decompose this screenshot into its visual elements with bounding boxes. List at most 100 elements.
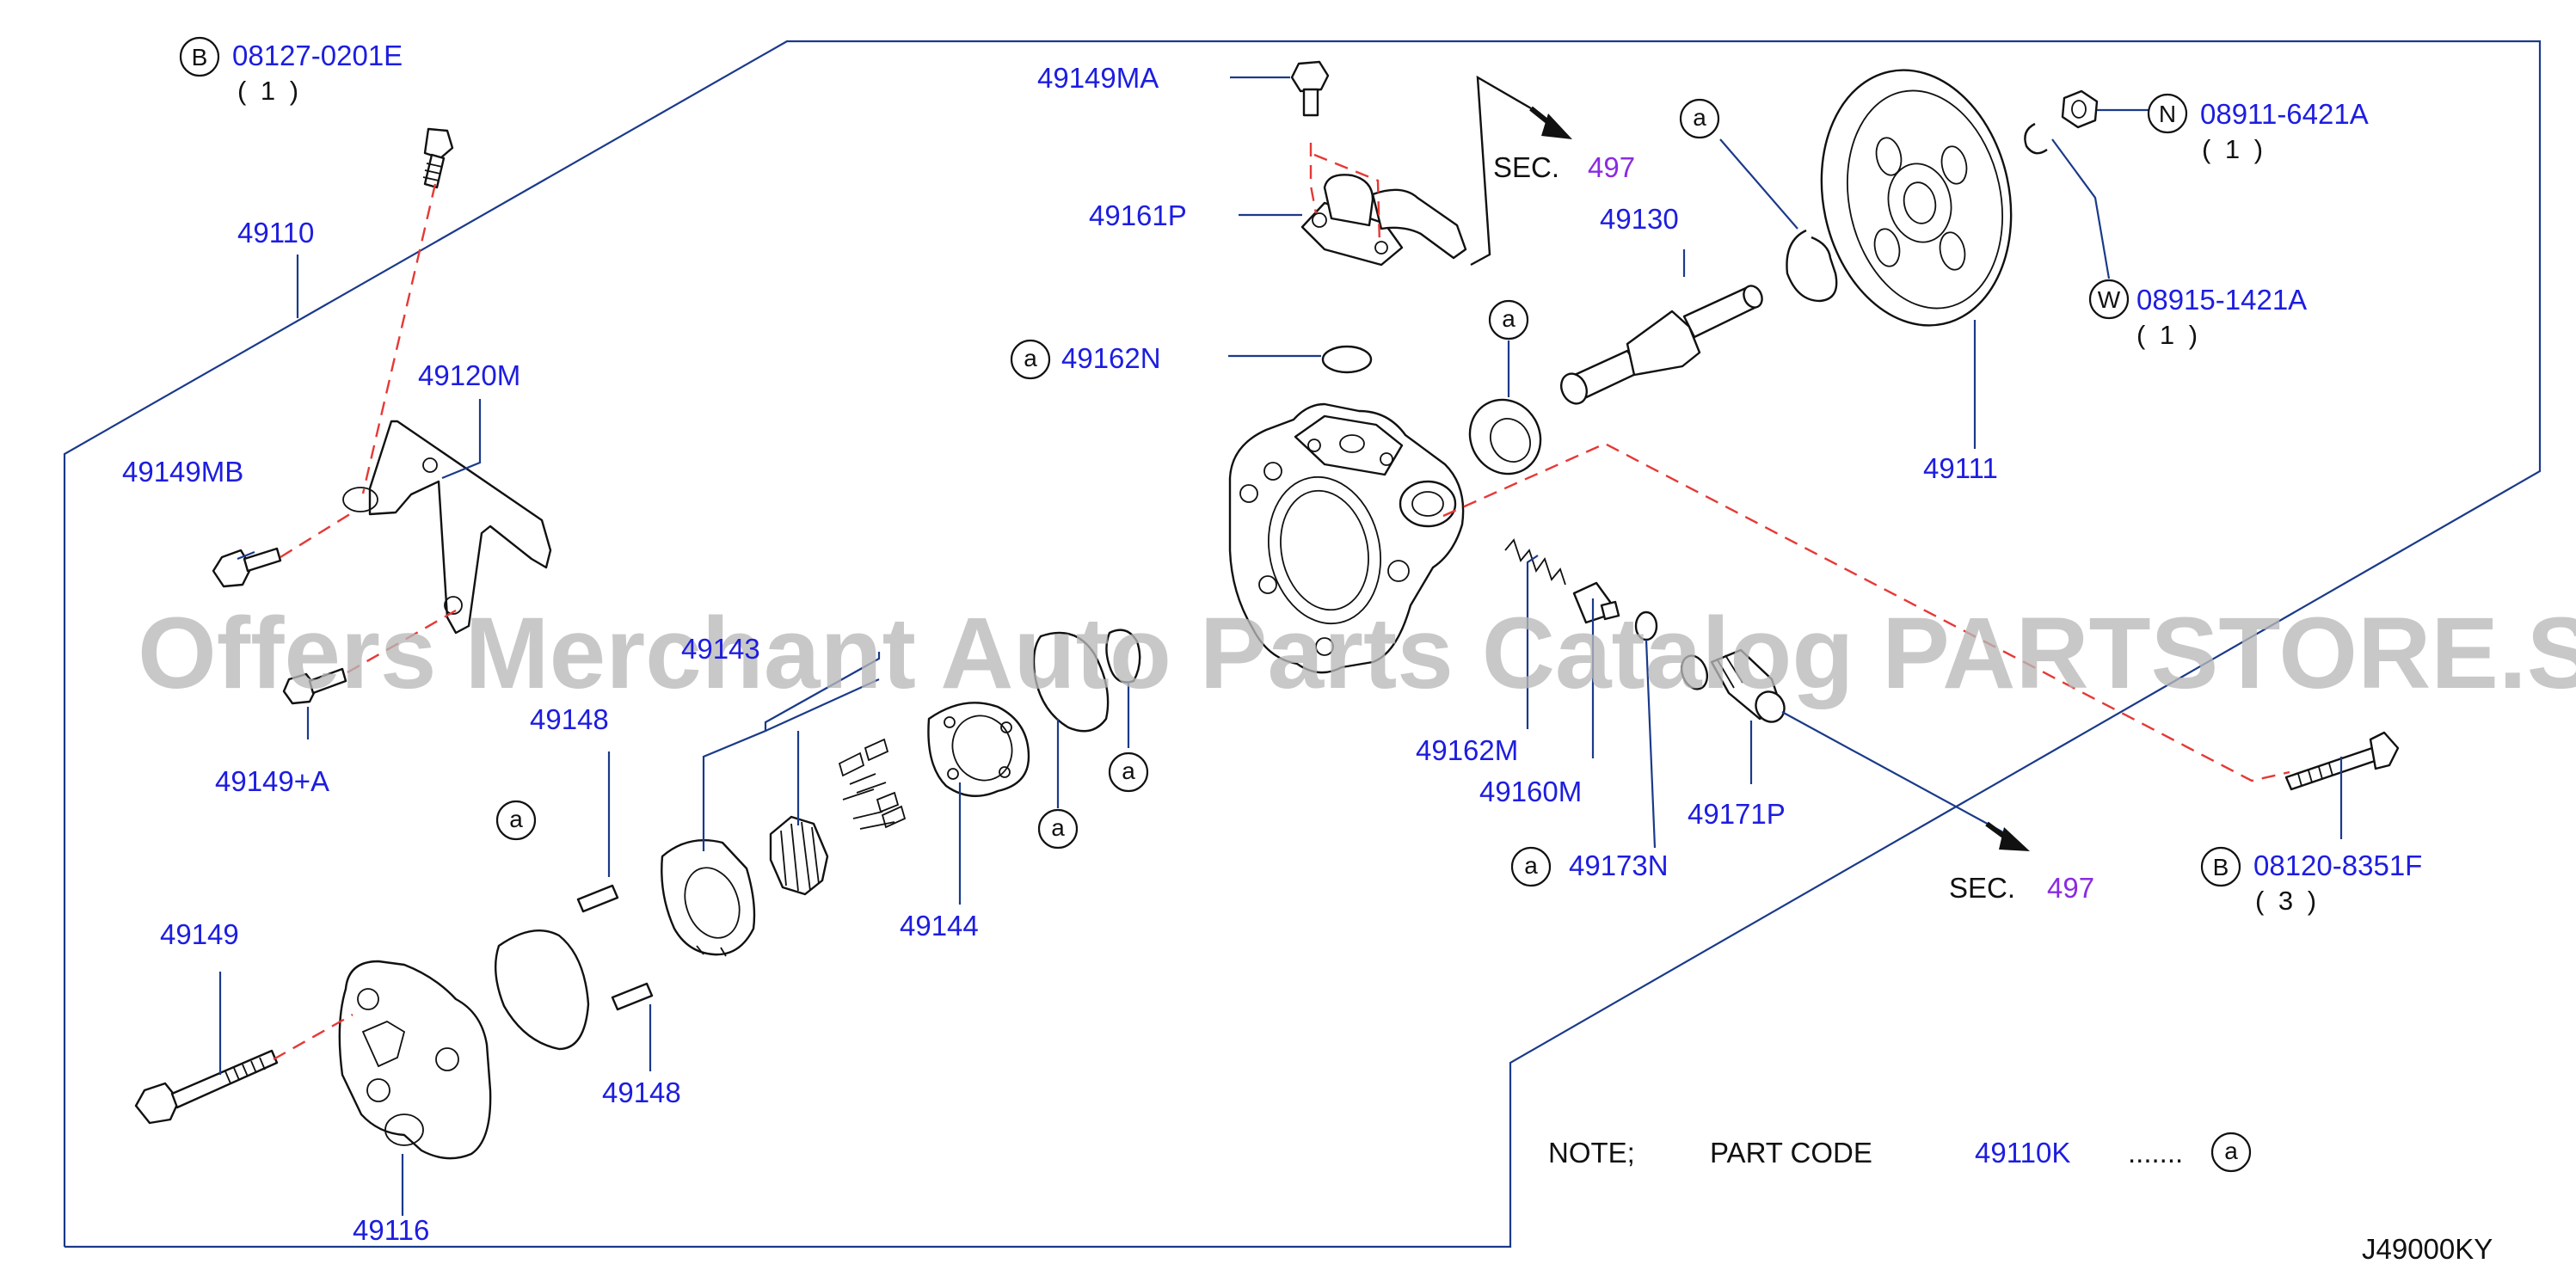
pump-body-part[interactable]	[1228, 402, 1465, 674]
label-08915-1421a[interactable]: 08915-1421A	[2136, 284, 2307, 316]
label-49148-lower[interactable]: 49148	[602, 1077, 681, 1108]
svg-text:a: a	[1122, 758, 1135, 784]
label-49120m[interactable]: 49120M	[418, 359, 520, 391]
arrow-icon	[1529, 106, 1572, 139]
spring-part[interactable]	[1504, 538, 1566, 586]
label-49162n[interactable]: 49162N	[1061, 342, 1161, 374]
bracket-part[interactable]	[342, 420, 552, 635]
leader-lines	[218, 75, 2343, 1216]
label-08911-6421a[interactable]: 08911-6421A	[2200, 98, 2369, 130]
sec-number-bottom[interactable]: 497	[2047, 872, 2094, 904]
sec-label-bottom: SEC.	[1949, 872, 2015, 904]
o-ring-large-part[interactable]	[1032, 631, 1110, 733]
rotor-part[interactable]	[769, 815, 829, 896]
note: NOTE; PART CODE 49110K .......	[1548, 1137, 2183, 1169]
sec-label-top: SEC.	[1493, 151, 1559, 183]
svg-text:B: B	[2213, 854, 2229, 880]
o-ring-flow-small-part[interactable]	[1677, 652, 1712, 692]
qty-08911: ( 1 )	[2202, 134, 2266, 164]
dash-leader	[1442, 442, 2290, 782]
side-plate-part[interactable]	[927, 702, 1030, 797]
svg-text:NOTE;: NOTE;	[1548, 1137, 1635, 1169]
washer-part[interactable]	[2024, 122, 2048, 155]
label-49111[interactable]: 49111	[1923, 452, 1998, 484]
snap-ring-part[interactable]	[1786, 229, 1838, 303]
dash-leader	[361, 183, 437, 494]
label-49110[interactable]: 49110	[237, 217, 314, 248]
svg-text:.......: .......	[2128, 1137, 2183, 1169]
label-49149ma[interactable]: 49149MA	[1037, 62, 1159, 94]
o-ring-49162n-part[interactable]	[1321, 345, 1373, 374]
bolt-08120-part[interactable]	[2284, 731, 2400, 791]
label-49149mb[interactable]: 49149MB	[122, 456, 243, 488]
qty-08127: ( 1 )	[237, 76, 302, 106]
circle-a-badge: a	[495, 800, 537, 841]
bolt-49149a-part[interactable]	[282, 667, 347, 705]
nut-part[interactable]	[2061, 89, 2099, 129]
label-49143[interactable]: 49143	[681, 633, 760, 665]
label-49130[interactable]: 49130	[1600, 203, 1679, 235]
suction-connector-part[interactable]	[1300, 174, 1467, 267]
svg-text:N: N	[2159, 101, 2176, 127]
bolt-49149-part[interactable]	[134, 1049, 279, 1125]
circle-a-badge: a	[1010, 339, 1051, 380]
svg-text:49110K: 49110K	[1975, 1137, 2070, 1169]
assembly-boundary	[63, 40, 2542, 1248]
label-49160m[interactable]: 49160M	[1479, 776, 1582, 807]
svg-text:a: a	[1693, 104, 1706, 131]
oil-seal-part[interactable]	[1456, 387, 1553, 487]
o-ring-small-part[interactable]	[1105, 629, 1141, 684]
svg-text:a: a	[509, 806, 523, 832]
gasket-part[interactable]	[495, 929, 590, 1051]
label-08120-8351f[interactable]: 08120-8351F	[2253, 850, 2422, 881]
dash-leader	[280, 511, 354, 559]
watermark: Offers Merchant Auto Parts Catalog PARTS…	[138, 597, 2576, 710]
label-49149a[interactable]: 49149+A	[215, 765, 329, 797]
bolt-49149mb-part[interactable]	[212, 547, 282, 588]
label-49161p[interactable]: 49161P	[1089, 199, 1187, 231]
arrow-icon	[1985, 821, 2030, 851]
bolt-08127-part[interactable]	[422, 127, 454, 189]
label-49149[interactable]: 49149	[160, 918, 239, 950]
connector-bolt-part[interactable]	[1710, 648, 1790, 727]
circle-a-badge: a	[1108, 751, 1149, 793]
vanes-part[interactable]	[838, 738, 907, 830]
svg-text:B: B	[192, 44, 208, 71]
circle-a-badge: a	[2210, 1132, 2252, 1173]
label-08127-0201e[interactable]: 08127-0201E	[232, 40, 403, 71]
cam-ring-part[interactable]	[661, 839, 756, 957]
pulley-part[interactable]	[1798, 52, 2034, 343]
svg-text:a: a	[1524, 852, 1538, 879]
circle-a-badge: a	[1510, 846, 1552, 887]
label-49116[interactable]: 49116	[353, 1214, 429, 1246]
circle-b-badge: B	[2200, 846, 2241, 887]
rear-cover-part[interactable]	[338, 960, 492, 1160]
diagram-id: J49000KY	[2362, 1233, 2493, 1265]
bolt-49149ma-part[interactable]	[1290, 60, 1330, 117]
svg-text:a: a	[1024, 345, 1037, 371]
qty-08915: ( 1 )	[2136, 320, 2201, 350]
label-49171p[interactable]: 49171P	[1688, 798, 1786, 830]
sec-number-top[interactable]: 497	[1588, 151, 1635, 183]
label-49162m[interactable]: 49162M	[1416, 734, 1518, 766]
svg-text:a: a	[1051, 814, 1065, 841]
shaft-part[interactable]	[1557, 283, 1766, 408]
circle-a-badge: a	[1679, 98, 1720, 139]
svg-text:a: a	[1502, 305, 1515, 332]
label-49148-upper[interactable]: 49148	[530, 703, 609, 735]
svg-text:W: W	[2098, 286, 2121, 313]
label-49144[interactable]: 49144	[900, 910, 979, 942]
svg-text:a: a	[2224, 1138, 2238, 1164]
dash-leader	[273, 1013, 354, 1061]
circle-a-badge: a	[1488, 299, 1529, 340]
pin-49148-lower-part[interactable]	[611, 982, 654, 1011]
circle-n-badge: N	[2147, 93, 2188, 134]
circle-a-badge: a	[1037, 808, 1079, 850]
pin-49148-upper-part[interactable]	[576, 884, 619, 913]
circle-w-badge: W	[2088, 279, 2130, 320]
dash-leader	[1313, 153, 1381, 245]
label-49173n[interactable]: 49173N	[1569, 850, 1669, 881]
dash-leader	[1309, 143, 1318, 214]
svg-text:PART CODE: PART CODE	[1710, 1137, 1872, 1169]
